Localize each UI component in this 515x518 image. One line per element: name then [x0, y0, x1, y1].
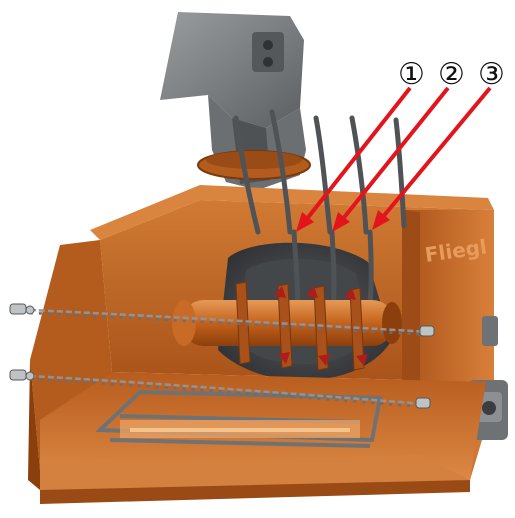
chain-lower: [29, 374, 425, 409]
tine-5: [393, 117, 407, 229]
rotor-flights: [235, 281, 365, 371]
callout-label-2: ②: [438, 57, 465, 92]
callout-label-1: ①: [398, 57, 425, 92]
rotor-teeth: [274, 286, 368, 366]
chain-hooks: [9, 303, 435, 409]
tine-2: [269, 109, 293, 235]
callout-labels: ① ② ③: [398, 57, 505, 92]
floor-bed: [40, 372, 486, 504]
callout-arrow-1: [296, 86, 412, 232]
chain-upper: [29, 308, 431, 337]
tine-3: [313, 115, 333, 235]
callout-arrow-2: [332, 86, 450, 232]
chute-hinge: [252, 32, 284, 72]
callout-arrow-3: [372, 86, 492, 230]
discharge-chute: [160, 12, 311, 190]
callout-arrows: [296, 86, 492, 232]
rotor-shaft: [172, 281, 402, 371]
tine-1: [233, 115, 261, 235]
tine-4: [349, 115, 369, 235]
callout-label-3: ③: [478, 57, 505, 92]
